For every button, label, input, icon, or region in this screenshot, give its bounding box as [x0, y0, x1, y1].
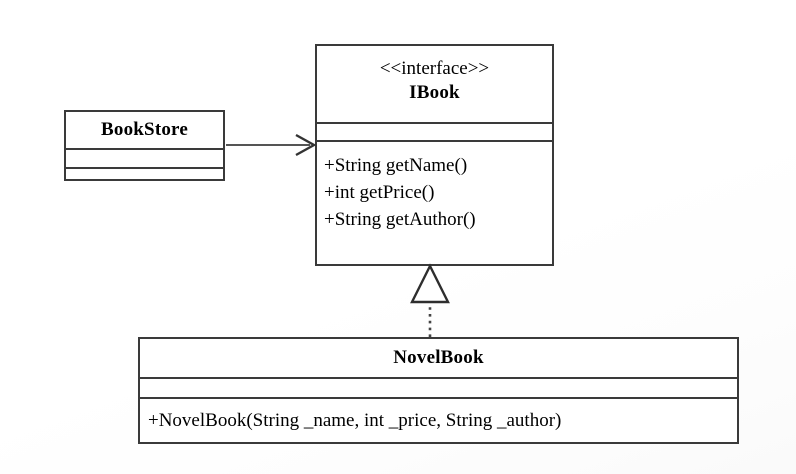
- ibook-class-name: IBook: [409, 82, 460, 103]
- ibook-operation: +String getName(): [324, 155, 468, 176]
- realization-novelbook-to-ibook[interactable]: [410, 263, 450, 337]
- bookstore-name-compartment: BookStore: [66, 112, 223, 148]
- ibook-operations-compartment: +String getName() +int getPrice() +Strin…: [317, 140, 552, 264]
- association-bookstore-to-ibook[interactable]: [226, 133, 317, 157]
- ibook-stereotype: <<interface>>: [379, 58, 490, 79]
- bookstore-attributes-compartment: [66, 148, 223, 167]
- class-box-novelbook[interactable]: NovelBook +NovelBook(String _name, int _…: [138, 337, 739, 444]
- class-box-bookstore[interactable]: BookStore: [64, 110, 225, 181]
- ibook-attributes-compartment: [317, 122, 552, 140]
- novelbook-attributes-compartment: [140, 377, 737, 397]
- ibook-name-compartment: <<interface>> IBook: [317, 46, 552, 122]
- bookstore-class-name: BookStore: [101, 119, 188, 140]
- novelbook-operations-compartment: +NovelBook(String _name, int _price, Str…: [140, 397, 737, 442]
- ibook-operation: +int getPrice(): [324, 182, 435, 203]
- novelbook-name-compartment: NovelBook: [140, 339, 737, 377]
- ibook-operation: +String getAuthor(): [324, 209, 476, 230]
- novelbook-class-name: NovelBook: [393, 347, 484, 368]
- bookstore-operations-compartment: [66, 167, 223, 179]
- open-arrowhead-icon: [295, 133, 317, 157]
- class-box-ibook[interactable]: <<interface>> IBook +String getName() +i…: [315, 44, 554, 266]
- novelbook-operation: +NovelBook(String _name, int _price, Str…: [148, 409, 562, 431]
- hollow-triangle-icon: [410, 263, 450, 304]
